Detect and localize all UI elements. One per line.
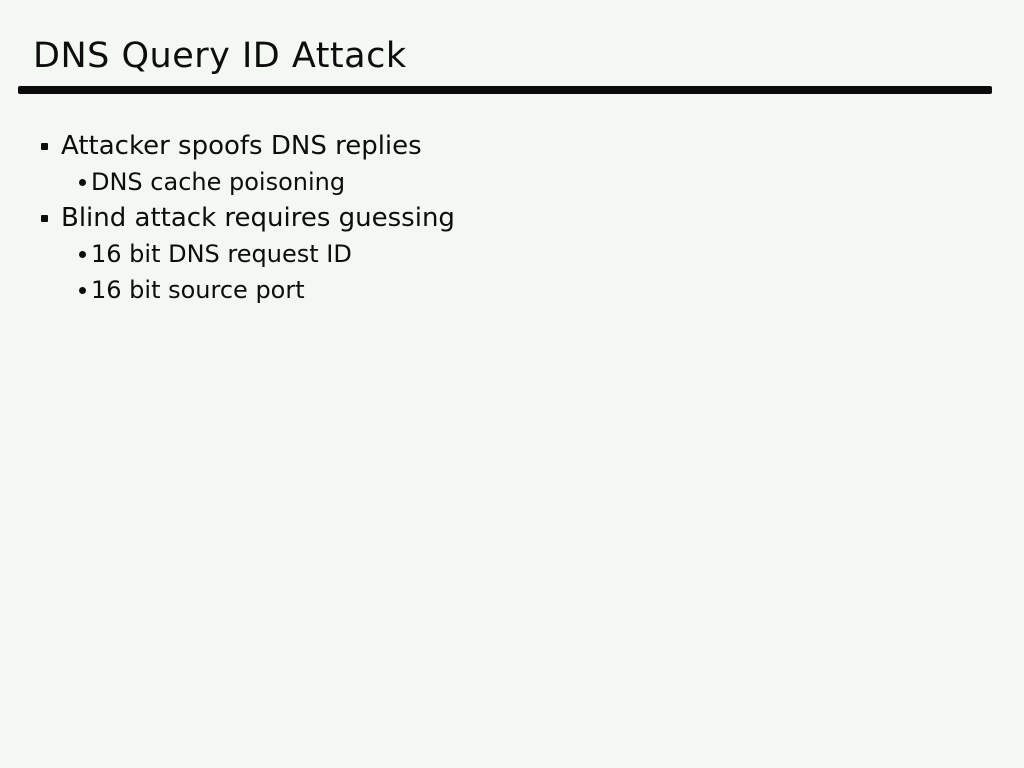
bullet-item: Blind attack requires guessing <box>0 200 1024 236</box>
bullet-text: 16 bit source port <box>91 276 305 304</box>
bullet-item: 16 bit source port <box>0 272 1024 308</box>
square-bullet-icon <box>41 215 48 222</box>
bullet-item: 16 bit DNS request ID <box>0 236 1024 272</box>
square-bullet-icon <box>41 143 48 150</box>
title-rule-divider <box>18 86 992 94</box>
round-bullet-icon <box>79 251 86 258</box>
bullet-text: Blind attack requires guessing <box>61 203 455 233</box>
round-bullet-icon <box>79 287 86 294</box>
bullet-text: 16 bit DNS request ID <box>91 240 352 268</box>
bullet-text: Attacker spoofs DNS replies <box>61 131 422 161</box>
bullet-item: DNS cache poisoning <box>0 164 1024 200</box>
slide-title: DNS Query ID Attack <box>33 36 407 76</box>
bullet-list: Attacker spoofs DNS replies DNS cache po… <box>0 128 1024 308</box>
round-bullet-icon <box>79 179 86 186</box>
bullet-text: DNS cache poisoning <box>91 168 346 196</box>
bullet-item: Attacker spoofs DNS replies <box>0 128 1024 164</box>
